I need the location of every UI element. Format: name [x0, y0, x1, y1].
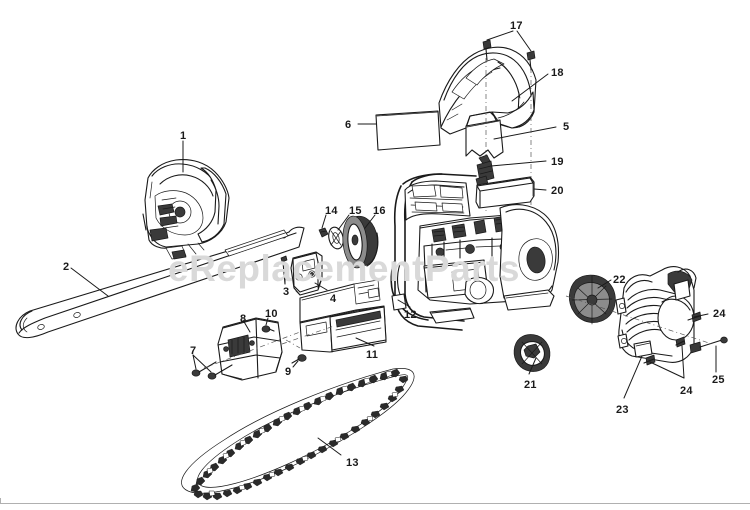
leader-16 — [364, 214, 376, 229]
callout-cylinder-cover: 18 — [551, 67, 564, 79]
part-24-25-screws — [565, 295, 728, 379]
callout-guide-bar: 2 — [63, 261, 70, 273]
leader-18 — [511, 73, 549, 102]
leader-5 — [493, 126, 557, 140]
part-14-clip-washer — [318, 227, 329, 238]
part-11-heat-shield — [299, 279, 387, 353]
part-20-air-filter — [475, 176, 535, 209]
callout-needle-bearing: 15 — [349, 205, 362, 217]
callout-clutch-drum-sprocket: 16 — [373, 205, 386, 217]
leader-22 — [597, 279, 612, 289]
callout-starter-pulley: 22 — [613, 274, 626, 286]
leader-21 — [528, 357, 537, 375]
leader-11 — [355, 337, 375, 347]
leader-13 — [317, 437, 342, 456]
leader-10 — [265, 317, 269, 326]
callout-long-housing-screw: 25 — [712, 374, 725, 386]
part-13-saw-chain — [181, 368, 415, 501]
leader-2 — [70, 267, 109, 297]
leader-14 — [321, 214, 327, 229]
bottom-divider — [0, 503, 750, 504]
part-5-cover-seal — [465, 119, 504, 159]
leader-15 — [337, 214, 350, 231]
callout-cover-screw: 17 — [510, 20, 523, 32]
leader-20 — [533, 188, 547, 191]
part-12-engine-assembly — [390, 173, 560, 331]
callout-housing-screw: 24 — [713, 308, 726, 320]
part-22-starter-pulley — [569, 274, 616, 325]
callout-muffler-nut: 9 — [285, 366, 292, 378]
axis-nut — [285, 339, 301, 349]
callout-clutch-assembly: 21 — [524, 379, 537, 391]
part-2-guide-bar — [15, 226, 305, 339]
callout-bar-stud: 3 — [283, 286, 290, 298]
part-16-clutch-drum-sprocket — [342, 215, 379, 269]
part-7-muffler-screws — [191, 354, 233, 380]
part-1-chain-brake-handle — [142, 159, 230, 260]
callout-muffler-stud: 10 — [265, 308, 278, 320]
callout-muffler: 8 — [240, 313, 247, 325]
callout-air-filter: 20 — [551, 185, 564, 197]
callout-engine-assembly: 12 — [404, 309, 417, 321]
part-6-warning-decal — [375, 110, 441, 151]
part-17-cover-screws — [482, 30, 536, 71]
callout-heat-shield: 11 — [366, 349, 379, 361]
leader-8 — [242, 319, 251, 333]
part-9-muffler-nut — [291, 354, 307, 364]
callout-chain-brake-handle-guard: 1 — [180, 130, 187, 142]
callout-bar-clamp-plate: 4 — [330, 293, 337, 305]
callout-cylinder-cover-seal: 5 — [563, 121, 570, 133]
axis-muffler — [203, 331, 301, 369]
leader-19 — [490, 160, 547, 167]
callout-housing-screw: 24 — [680, 385, 693, 397]
part-8-muffler — [217, 317, 283, 381]
callout-saw-chain: 13 — [346, 457, 359, 469]
part-18-cylinder-cover — [438, 46, 537, 135]
part-23-starter-housing — [615, 266, 697, 363]
leader-12 — [397, 299, 411, 308]
part-3-bar-stud — [280, 255, 288, 285]
callout-warning-decal: 6 — [345, 119, 352, 131]
callout-clip-washer: 14 — [325, 205, 338, 217]
part-10-muffler-stud — [261, 325, 275, 333]
bottom-divider-cap — [0, 498, 1, 504]
axis-shield — [281, 325, 335, 345]
leader-23 — [623, 355, 643, 399]
part-19-spark-plug-boot — [475, 154, 495, 188]
part-21-clutch-assembly — [513, 334, 551, 372]
callout-starter-housing: 23 — [616, 404, 629, 416]
callout-muffler-screw: 7 — [190, 345, 197, 357]
part-4-bar-clamp-plate — [290, 251, 323, 296]
leader-4 — [314, 282, 328, 291]
leader-9 — [292, 360, 299, 368]
callout-spark-plug-boot: 19 — [551, 156, 564, 168]
